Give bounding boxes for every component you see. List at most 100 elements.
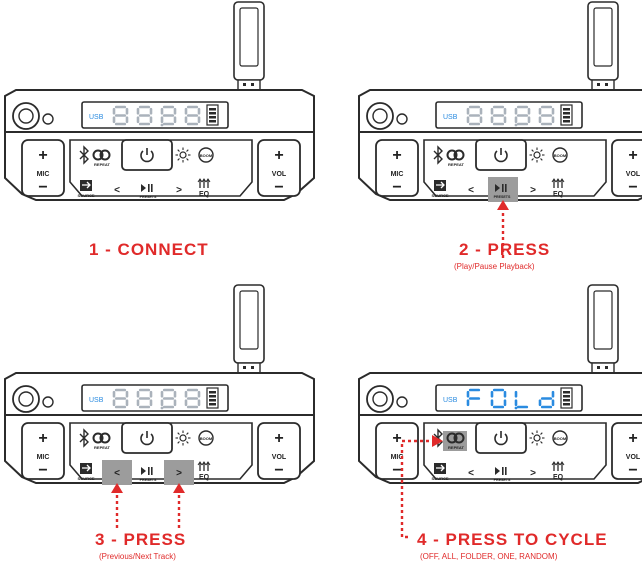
vol-rocker-frame: [257, 139, 301, 197]
play-pause-button[interactable]: PRESETS: [140, 467, 157, 482]
display-digit: [184, 105, 201, 126]
source-button[interactable]: SOURCE: [77, 180, 95, 198]
mic-rocker[interactable]: +MIC−: [21, 139, 65, 197]
mic-rocker[interactable]: +MIC−: [21, 422, 65, 480]
battery-bar: [563, 116, 570, 119]
source-button[interactable]: SOURCE: [431, 180, 449, 198]
battery-bar: [563, 108, 570, 111]
light-ray: [531, 158, 534, 161]
play-pause-button[interactable]: PRESETS: [140, 184, 157, 199]
next-label: >: [530, 468, 536, 479]
eq-button[interactable]: EQ: [197, 178, 211, 198]
vol-rocker-frame: [611, 139, 642, 197]
pause-bar: [151, 467, 153, 475]
boom-icon: [552, 430, 568, 446]
repeat-icon: [446, 432, 465, 444]
power-button[interactable]: [475, 139, 527, 171]
repeat-button[interactable]: REPEAT: [446, 432, 465, 451]
aux-jack: [396, 113, 408, 125]
boom-button[interactable]: BOOM: [198, 147, 214, 163]
vol-rocker[interactable]: +VOL−: [611, 422, 642, 480]
power-icon: [494, 148, 508, 163]
boom-button[interactable]: BOOM: [552, 430, 568, 446]
next-button[interactable]: >: [176, 468, 182, 479]
boom-button[interactable]: BOOM: [198, 430, 214, 446]
light-center: [179, 151, 187, 159]
prev-button[interactable]: <: [114, 468, 120, 479]
power-arc: [140, 433, 154, 446]
bluetooth-icon[interactable]: [79, 145, 89, 165]
battery-bar: [563, 120, 570, 123]
next-button[interactable]: >: [176, 185, 182, 196]
boom-icon: [198, 147, 214, 163]
step-2-label: 2 - PRESS: [459, 240, 551, 259]
prev-button[interactable]: <: [468, 185, 474, 196]
repeat-loop-right: [99, 149, 111, 161]
vol-rocker[interactable]: +VOL−: [611, 139, 642, 197]
boom-icon: [198, 430, 214, 446]
repeat-button[interactable]: REPEAT: [92, 149, 111, 168]
light-ray: [186, 158, 189, 161]
pause-bar: [148, 467, 150, 475]
mic-minus-label: −: [38, 462, 47, 479]
source-button[interactable]: SOURCE: [77, 463, 95, 481]
usb-drive-pin: [605, 366, 608, 369]
mic-minus-label: −: [38, 179, 47, 196]
mic-rocker[interactable]: +MIC−: [375, 139, 419, 197]
light-icon[interactable]: [529, 430, 545, 446]
vol-rocker[interactable]: +VOL−: [257, 422, 301, 480]
play-pause-button[interactable]: PRESETS: [494, 184, 511, 199]
lcd-display: [435, 101, 583, 129]
play-pause-button[interactable]: PRESETS: [494, 467, 511, 482]
light-icon[interactable]: [175, 430, 191, 446]
usb-drive-pin: [597, 366, 600, 369]
lcd-display: [435, 384, 583, 412]
light-ray: [531, 441, 534, 444]
repeat-loop-left: [446, 149, 458, 161]
mic-rocker-frame: [21, 422, 65, 480]
mic-label: MIC: [37, 454, 50, 461]
eq-arrow: [551, 178, 557, 183]
step-4-sublabel: (OFF, ALL, FOLDER, ONE, RANDOM): [420, 552, 558, 561]
repeat-button[interactable]: REPEAT: [446, 149, 465, 168]
light-center: [533, 151, 541, 159]
light-icon[interactable]: [175, 147, 191, 163]
power-button[interactable]: [475, 422, 527, 454]
prev-button[interactable]: <: [468, 468, 474, 479]
source-arrow: [436, 181, 445, 189]
eq-icon: [197, 461, 211, 471]
repeat-icon: [92, 149, 111, 161]
eq-button[interactable]: EQ: [551, 461, 565, 481]
repeat-loop-right: [453, 432, 465, 444]
usb-drive-window: [239, 7, 259, 67]
mic-rocker[interactable]: +MIC−: [375, 422, 419, 480]
next-highlight: [164, 460, 194, 485]
next-button[interactable]: >: [530, 468, 536, 479]
eq-button[interactable]: EQ: [551, 178, 565, 198]
bluetooth-icon[interactable]: [79, 428, 89, 448]
power-button[interactable]: [121, 422, 173, 454]
next-button[interactable]: >: [530, 185, 536, 196]
eq-label: EQ: [199, 474, 210, 481]
display-digit: [136, 388, 153, 409]
play-triangle: [495, 467, 500, 475]
power-arc: [494, 150, 508, 163]
arrow-head: [173, 483, 185, 493]
light-icon[interactable]: [529, 147, 545, 163]
repeat-button[interactable]: REPEAT: [92, 432, 111, 451]
lcd-display: [81, 101, 229, 129]
light-ray: [531, 432, 534, 435]
boom-button[interactable]: BOOM: [552, 147, 568, 163]
prev-button[interactable]: <: [114, 185, 120, 196]
display-decimal-dot: [514, 123, 518, 127]
vol-rocker[interactable]: +VOL−: [257, 139, 301, 197]
bluetooth-icon[interactable]: [433, 145, 443, 165]
vol-minus-label: −: [628, 462, 637, 479]
display-digit: [514, 105, 531, 126]
battery-bar: [563, 399, 570, 402]
eq-button[interactable]: EQ: [197, 461, 211, 481]
source-button[interactable]: SOURCE: [431, 463, 449, 481]
power-button[interactable]: [121, 139, 173, 171]
battery-bar: [563, 391, 570, 394]
